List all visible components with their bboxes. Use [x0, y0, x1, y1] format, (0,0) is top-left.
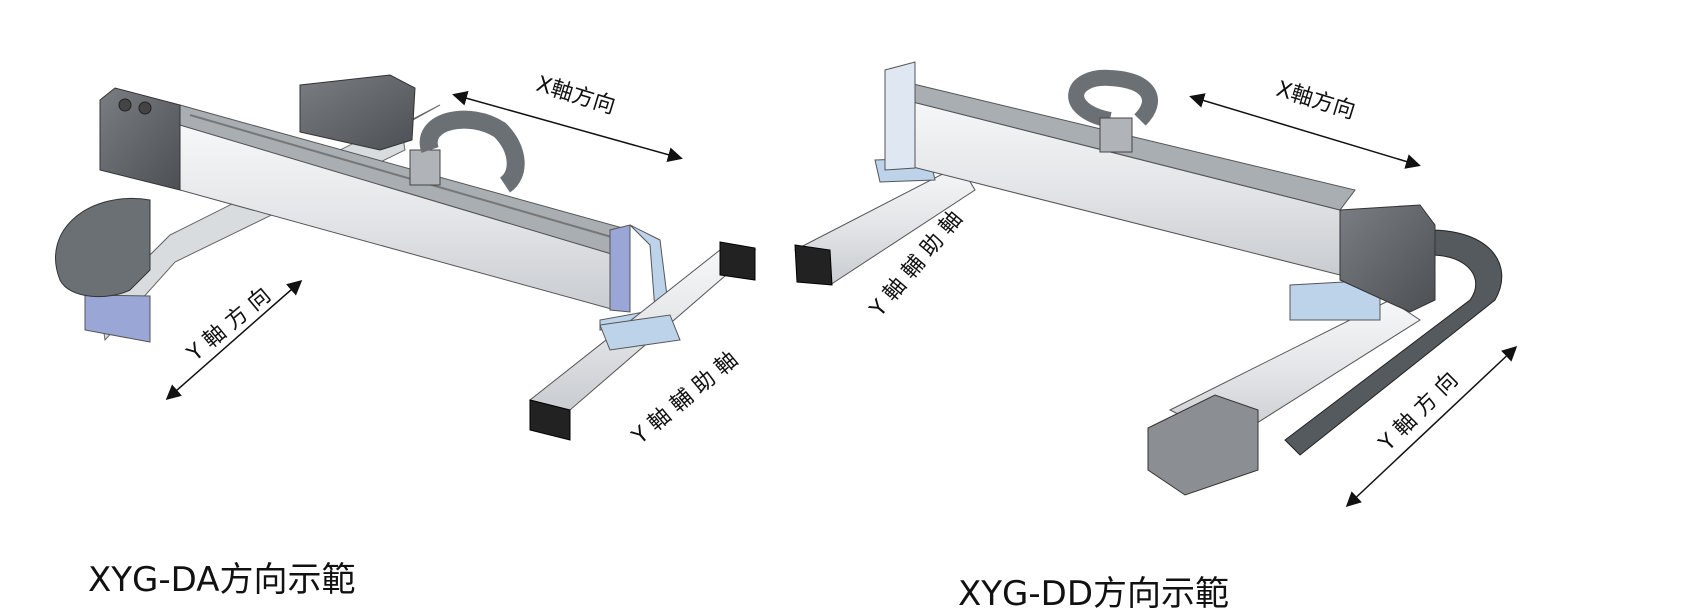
- drag-chain-right: [1284, 229, 1503, 456]
- x-axis-beam: [99, 87, 631, 313]
- x-axis-label-left: X軸方向: [533, 72, 618, 120]
- x-carriage: [409, 149, 441, 186]
- y-main-rail-right: [1147, 279, 1421, 496]
- y-direction-arrow: [165, 280, 303, 400]
- rear-motor: [299, 74, 416, 151]
- y-endplate: [84, 294, 151, 343]
- caption-xyg-dd: XYG-DD方向示範: [958, 574, 1230, 614]
- xyg-da-diagram: X軸方向 Y 軸 方 向 Y 軸 輔 助 軸: [55, 72, 757, 450]
- y-direction-arrow-right: [1345, 345, 1518, 508]
- y-aux-label-left: Y 軸 輔 助 軸: [627, 347, 743, 450]
- x-direction-arrow: [452, 91, 683, 162]
- xyg-dd-diagram: X軸方向 Y 軸 方 向 Y 軸 輔 助 軸: [794, 61, 1518, 508]
- drag-chain-left: [55, 198, 151, 298]
- y-axis-label-left: Y 軸 方 向: [182, 283, 276, 367]
- drag-chain-top-right: [1068, 69, 1158, 128]
- x-direction-arrow-right: [1189, 93, 1421, 169]
- drag-chain-top: [419, 110, 525, 193]
- caption-xyg-da: XYG-DA方向示範: [88, 560, 356, 600]
- x-axis-label-right: X軸方向: [1273, 77, 1358, 125]
- x-carriage-right: [1099, 117, 1133, 153]
- y-aux-rail: [528, 241, 757, 441]
